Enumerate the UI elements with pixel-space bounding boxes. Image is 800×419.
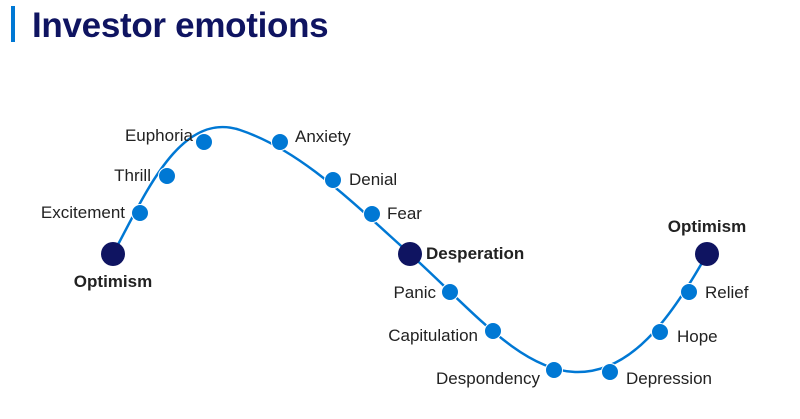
title-accent-bar: [11, 6, 15, 42]
stage-point-denial: [324, 171, 342, 189]
stage-label-capitulation: Capitulation: [388, 326, 478, 345]
stage-label-desperation: Desperation: [426, 244, 524, 263]
stage-point-fear: [363, 205, 381, 223]
stage-label-relief: Relief: [705, 283, 749, 302]
stage-point-excitement: [131, 204, 149, 222]
stage-point-depression: [601, 363, 619, 381]
stage-point-capitulation: [484, 322, 502, 340]
stage-point-euphoria: [195, 133, 213, 151]
page-title: Investor emotions: [32, 6, 329, 45]
stage-label-euphoria: Euphoria: [125, 126, 194, 145]
stage-label-hope: Hope: [677, 327, 718, 346]
stage-label-anxiety: Anxiety: [295, 127, 351, 146]
stage-label-fear: Fear: [387, 204, 422, 223]
stage-point-hope: [651, 323, 669, 341]
stage-point-anxiety: [271, 133, 289, 151]
stage-point-panic: [441, 283, 459, 301]
stage-label-optimism-end: Optimism: [668, 217, 746, 236]
stage-point-optimism-start: [101, 242, 125, 266]
stage-label-denial: Denial: [349, 170, 397, 189]
stage-label-depression: Depression: [626, 369, 712, 388]
stage-point-optimism-end: [695, 242, 719, 266]
stage-label-despondency: Despondency: [436, 369, 540, 388]
stage-point-despondency: [545, 361, 563, 379]
stage-point-desperation: [398, 242, 422, 266]
stage-label-optimism-start: Optimism: [74, 272, 152, 291]
stage-point-relief: [680, 283, 698, 301]
stage-label-excitement: Excitement: [41, 203, 125, 222]
stage-label-thrill: Thrill: [114, 166, 151, 185]
stage-point-thrill: [158, 167, 176, 185]
stage-label-panic: Panic: [393, 283, 436, 302]
